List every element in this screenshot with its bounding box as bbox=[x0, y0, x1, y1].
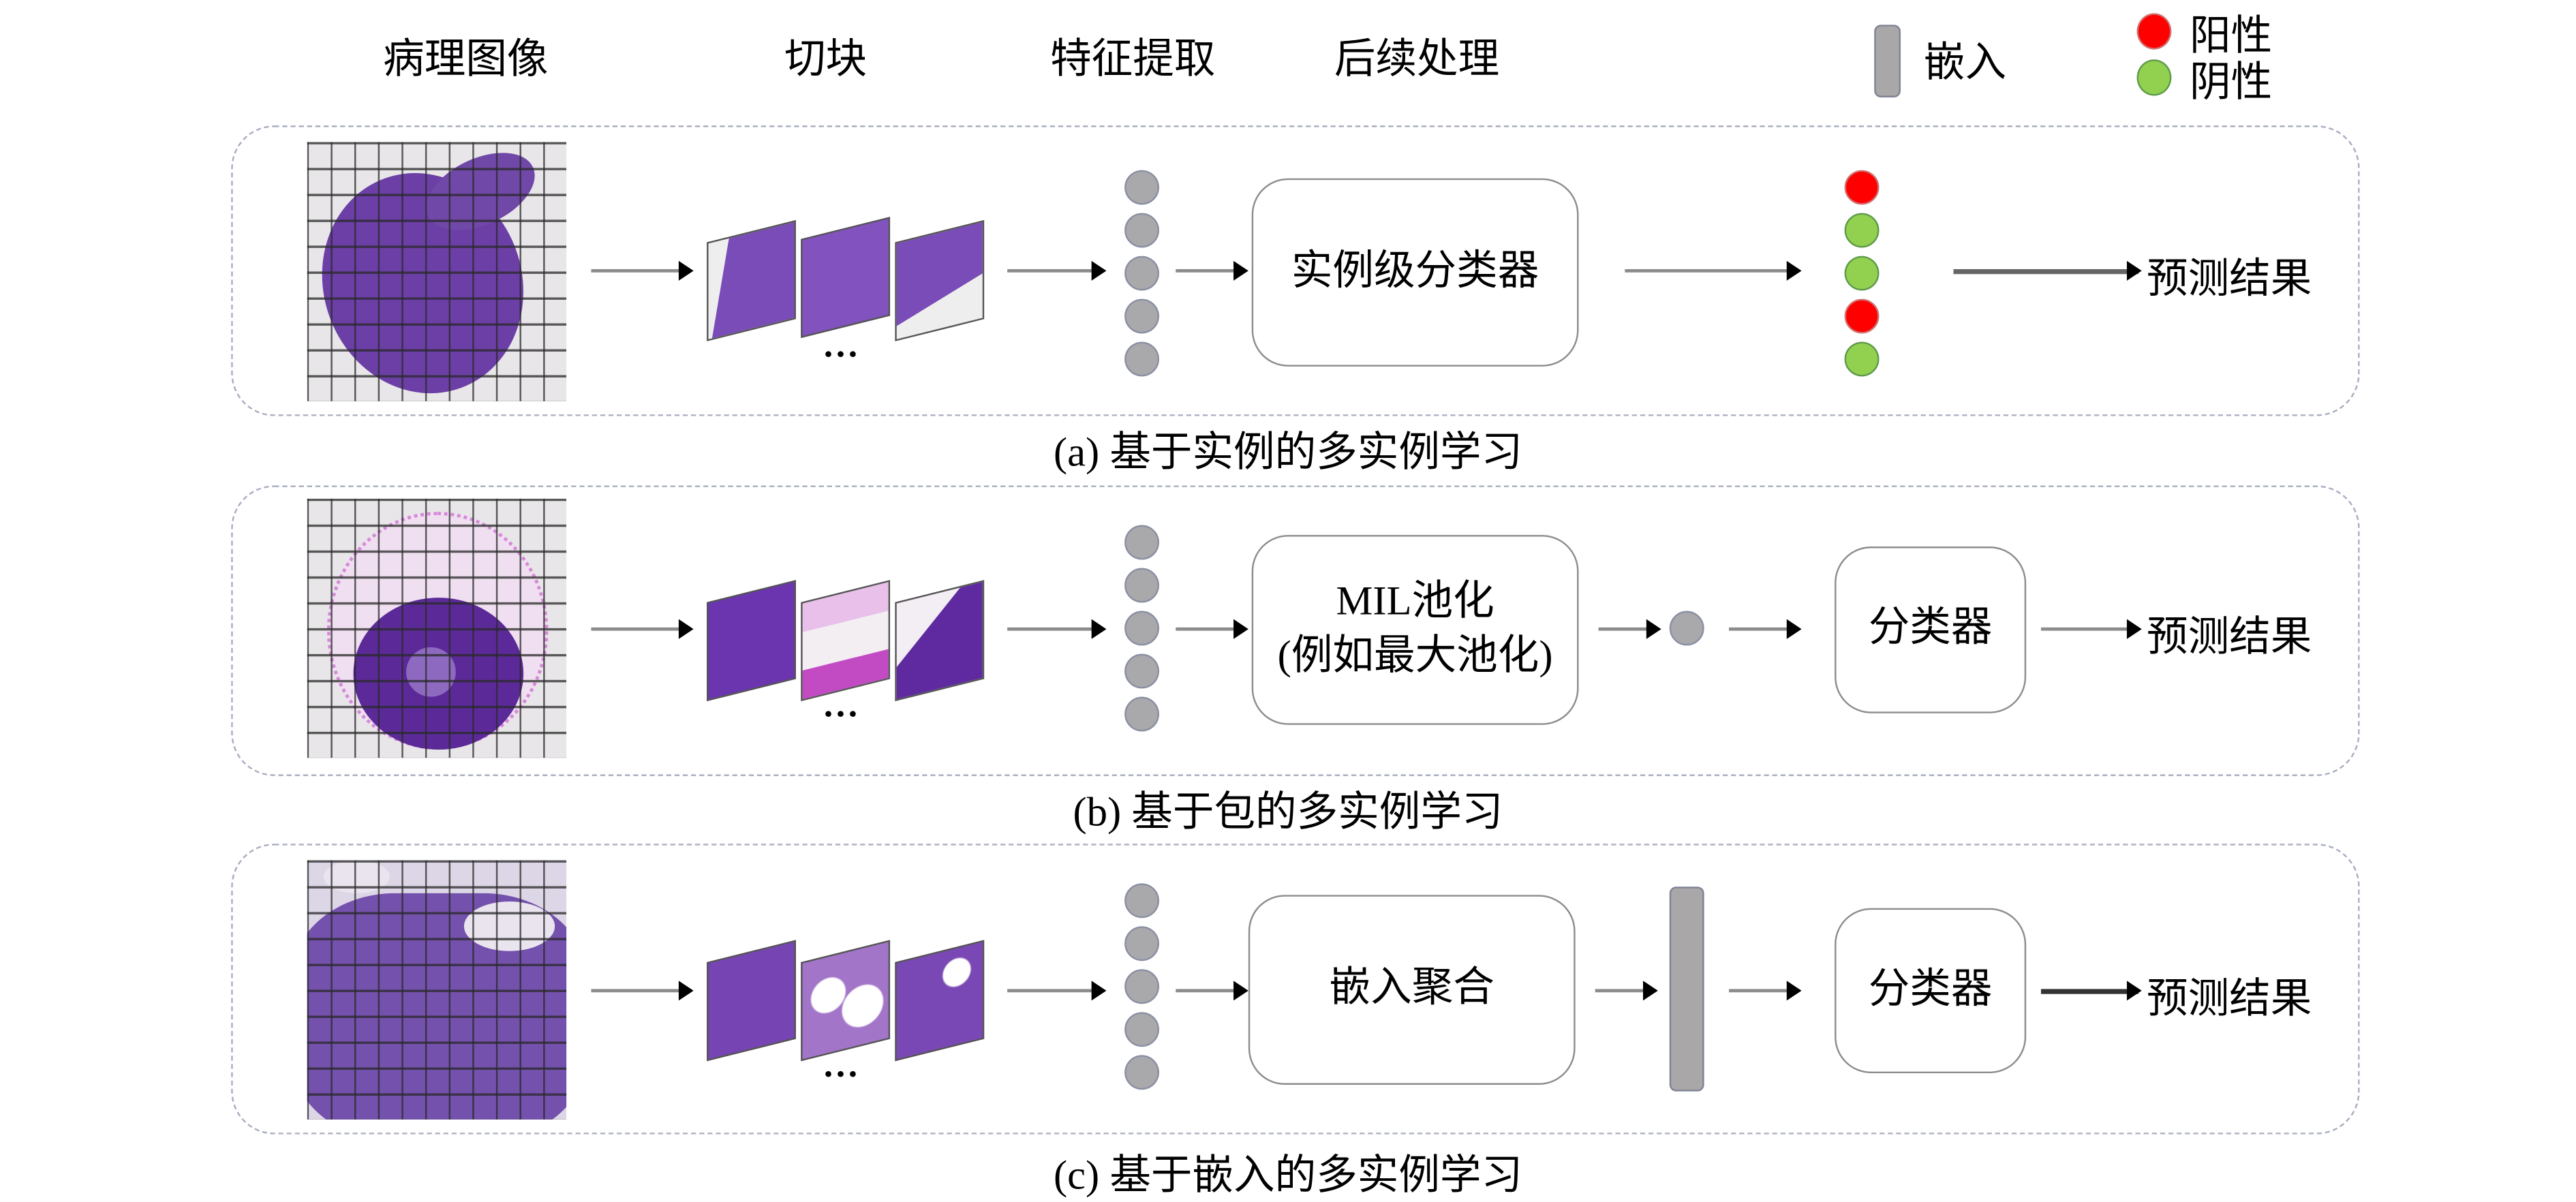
feature-node bbox=[1124, 969, 1160, 1004]
instance-classifier-label: 实例级分类器 bbox=[1291, 249, 1539, 294]
panel-embedding-based bbox=[231, 844, 2360, 1135]
stage-label-feature-extraction: 特征提取 bbox=[1050, 37, 1216, 83]
arrow bbox=[1176, 260, 1248, 281]
ellipsis: … bbox=[822, 683, 862, 725]
arrow bbox=[1953, 262, 2142, 279]
arrow bbox=[1625, 260, 1802, 281]
mil-pooling-box: MIL池化 (例如最大池化) bbox=[1251, 535, 1579, 725]
embedding-aggregation-box: 嵌入聚合 bbox=[1248, 895, 1576, 1085]
panel-instance-based bbox=[231, 125, 2360, 416]
stage-label-post-processing: 后续处理 bbox=[1334, 37, 1500, 83]
negative-prediction-dot bbox=[1844, 341, 1880, 377]
arrow bbox=[591, 981, 694, 1001]
feature-node bbox=[1124, 213, 1160, 248]
stage-label-pathology-image: 病理图像 bbox=[383, 37, 549, 83]
feature-node bbox=[1124, 341, 1160, 377]
caption-a: (a) 基于实例的多实例学习 bbox=[1053, 431, 1523, 476]
bag-embedding-vector bbox=[1669, 887, 1704, 1092]
arrow bbox=[1598, 619, 1661, 639]
embedding-legend-icon bbox=[1874, 25, 1901, 97]
arrow bbox=[591, 260, 694, 281]
caption-b: (b) 基于包的多实例学习 bbox=[1073, 790, 1503, 836]
positive-legend-icon bbox=[2136, 13, 2172, 50]
feature-node bbox=[1124, 256, 1160, 291]
feature-node bbox=[1124, 298, 1160, 334]
arrow bbox=[591, 619, 694, 639]
arrow bbox=[1007, 260, 1107, 281]
feature-node bbox=[1124, 170, 1160, 205]
feature-node bbox=[1124, 653, 1160, 689]
legend-positive-label: 阳性 bbox=[2190, 14, 2273, 60]
panel-bag-based bbox=[231, 485, 2360, 776]
arrow bbox=[1595, 981, 1658, 1001]
feature-node bbox=[1124, 568, 1160, 603]
arrow bbox=[2040, 982, 2142, 999]
arrow bbox=[1007, 981, 1107, 1001]
arrow bbox=[2040, 619, 2142, 639]
classifier-label: 分类器 bbox=[1868, 606, 1993, 651]
negative-legend-icon bbox=[2136, 59, 2172, 96]
positive-prediction-dot bbox=[1844, 170, 1880, 205]
legend-negative-label: 阴性 bbox=[2190, 61, 2273, 106]
arrow bbox=[1728, 619, 1802, 639]
classifier-label: 分类器 bbox=[1868, 967, 1993, 1012]
arrow bbox=[1176, 619, 1248, 639]
ellipsis: … bbox=[822, 323, 862, 365]
feature-node bbox=[1124, 926, 1160, 961]
prediction-result-label: 预测结果 bbox=[2147, 258, 2312, 303]
pooled-feature-node bbox=[1669, 611, 1704, 646]
mil-pooling-example-label: (例如最大池化) bbox=[1277, 633, 1553, 678]
negative-prediction-dot bbox=[1844, 213, 1880, 248]
feature-node bbox=[1124, 1012, 1160, 1047]
legend-embedding-label: 嵌入 bbox=[1923, 41, 2007, 87]
negative-prediction-dot bbox=[1844, 256, 1880, 291]
feature-node bbox=[1124, 611, 1160, 646]
classifier-box-b: 分类器 bbox=[1835, 546, 2027, 713]
feature-node bbox=[1124, 1055, 1160, 1090]
pathology-slide-c bbox=[307, 860, 567, 1120]
feature-node bbox=[1124, 883, 1160, 919]
classifier-box-c: 分类器 bbox=[1835, 908, 2027, 1074]
feature-node bbox=[1124, 525, 1160, 560]
pathology-slide-b bbox=[307, 498, 567, 758]
arrow bbox=[1007, 619, 1107, 639]
mil-pooling-label: MIL池化 bbox=[1336, 579, 1494, 624]
instance-classifier-box: 实例级分类器 bbox=[1251, 178, 1579, 367]
arrow bbox=[1176, 981, 1248, 1001]
caption-c: (c) 基于嵌入的多实例学习 bbox=[1053, 1154, 1523, 1199]
positive-prediction-dot bbox=[1844, 298, 1880, 334]
prediction-result-label: 预测结果 bbox=[2147, 977, 2312, 1022]
ellipsis: … bbox=[822, 1043, 862, 1085]
stage-label-patching: 切块 bbox=[784, 37, 868, 83]
pathology-slide-a bbox=[307, 142, 567, 401]
embedding-aggregation-label: 嵌入聚合 bbox=[1329, 966, 1494, 1011]
prediction-result-label: 预测结果 bbox=[2147, 615, 2312, 661]
feature-node bbox=[1124, 696, 1160, 732]
arrow bbox=[1728, 981, 1802, 1001]
